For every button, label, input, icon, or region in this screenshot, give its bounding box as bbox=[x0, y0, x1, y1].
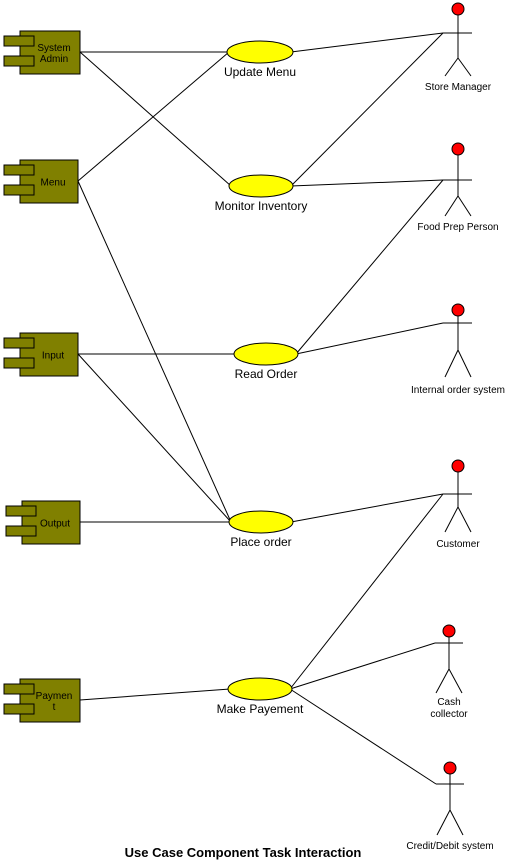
actor-head-icon bbox=[451, 303, 465, 317]
use-case-ellipse bbox=[233, 342, 299, 366]
component-tab-top bbox=[3, 683, 35, 695]
actor-label: Customer bbox=[436, 539, 480, 550]
actor-label: Store Manager bbox=[425, 82, 492, 93]
component-tab-top bbox=[3, 164, 35, 176]
actor-head-icon bbox=[442, 624, 456, 638]
component-tab-top bbox=[3, 337, 35, 349]
component-label: Output bbox=[40, 519, 70, 530]
component-body bbox=[19, 678, 81, 723]
use-case-label: Read Order bbox=[235, 367, 298, 381]
component-body bbox=[19, 159, 79, 204]
use-case-make-payement[interactable]: Make Payement bbox=[217, 677, 304, 716]
connection-system-admin-to-monitor-inventory bbox=[79, 51, 232, 187]
component-tab-bottom bbox=[3, 184, 35, 196]
use-case-ellipse bbox=[228, 174, 294, 198]
component-label: System bbox=[37, 43, 70, 54]
actor-leg-right bbox=[457, 506, 472, 533]
actor-leg-left bbox=[444, 57, 459, 77]
component-tab-bottom bbox=[3, 357, 35, 369]
actor-label: Internal order system bbox=[411, 385, 505, 396]
actor-credit-debit-system[interactable]: Credit/Debit system bbox=[406, 761, 494, 852]
use-case-read-order[interactable]: Read Order bbox=[233, 342, 299, 381]
use-case-monitor-inventory[interactable]: Monitor Inventory bbox=[215, 174, 308, 213]
actor-leg-right bbox=[449, 809, 464, 836]
actor-leg-left bbox=[435, 668, 450, 694]
actor-customer[interactable]: Customer bbox=[436, 459, 480, 550]
use-case-ellipse bbox=[226, 40, 294, 64]
use-case-update-menu[interactable]: Update Menu bbox=[224, 40, 296, 79]
actor-head-icon bbox=[451, 2, 465, 16]
connection-make-payement-to-credit-debit-system bbox=[289, 688, 437, 785]
connection-lines bbox=[77, 32, 444, 785]
connection-update-menu-to-store-manager bbox=[290, 32, 444, 53]
component-tab-top bbox=[5, 505, 37, 517]
actor-label: collector bbox=[430, 709, 468, 720]
actor-leg-right bbox=[457, 349, 472, 378]
use-case-ellipse bbox=[228, 510, 294, 534]
use-case-label: Update Menu bbox=[224, 65, 296, 79]
component-label: t bbox=[53, 702, 56, 713]
component-input[interactable]: Input bbox=[3, 332, 79, 377]
actor-leg-left bbox=[444, 506, 459, 533]
actor-head-icon bbox=[443, 761, 457, 775]
actor-store-manager[interactable]: Store Manager bbox=[425, 2, 492, 93]
actor-label: Credit/Debit system bbox=[406, 841, 493, 852]
use-case-label: Place order bbox=[230, 535, 291, 549]
actor-head-icon bbox=[451, 142, 465, 156]
connection-place-order-to-customer bbox=[290, 493, 444, 523]
connection-payment-to-make-payement bbox=[79, 688, 231, 701]
actor-food-prep-person[interactable]: Food Prep Person bbox=[417, 142, 499, 233]
connection-read-order-to-internal-order-system bbox=[295, 322, 444, 355]
component-output[interactable]: Output bbox=[5, 500, 81, 545]
connection-monitor-inventory-to-store-manager bbox=[290, 32, 444, 187]
use-case-ellipse bbox=[227, 677, 293, 701]
actor-head-icon bbox=[451, 459, 465, 473]
actor-internal-order-system[interactable]: Internal order system bbox=[411, 303, 505, 396]
component-tab-bottom bbox=[3, 55, 35, 67]
component-label: Menu bbox=[40, 178, 65, 189]
use-case-place-order[interactable]: Place order bbox=[228, 510, 294, 549]
component-label: Admin bbox=[40, 54, 68, 65]
component-label: Paymen bbox=[36, 691, 73, 702]
component-label: Input bbox=[42, 351, 64, 362]
connection-input-to-place-order bbox=[77, 353, 232, 523]
actor-leg-right bbox=[457, 57, 472, 77]
actor-leg-left bbox=[444, 195, 459, 217]
connection-menu-to-place-order bbox=[77, 180, 232, 523]
actor-leg-right bbox=[457, 195, 472, 217]
use-case-label: Make Payement bbox=[217, 702, 304, 716]
actor-label: Food Prep Person bbox=[417, 222, 498, 233]
connection-menu-to-update-menu bbox=[77, 51, 230, 182]
component-menu[interactable]: Menu bbox=[3, 159, 79, 204]
connection-monitor-inventory-to-food-prep-person bbox=[290, 179, 444, 187]
connection-read-order-to-food-prep-person bbox=[295, 179, 444, 355]
use-case-label: Monitor Inventory bbox=[215, 199, 308, 213]
actor-leg-left bbox=[436, 809, 451, 836]
actor-label: Cash bbox=[437, 697, 460, 708]
component-tab-bottom bbox=[5, 525, 37, 537]
diagram-title: Use Case Component Task Interaction bbox=[125, 845, 362, 860]
connection-make-payement-to-cash-collector bbox=[289, 642, 436, 690]
actor-leg-left bbox=[444, 349, 459, 378]
actor-leg-right bbox=[448, 668, 463, 694]
component-tab-bottom bbox=[3, 703, 35, 715]
connection-make-payement-to-customer bbox=[289, 493, 444, 690]
component-tab-top bbox=[3, 35, 35, 47]
